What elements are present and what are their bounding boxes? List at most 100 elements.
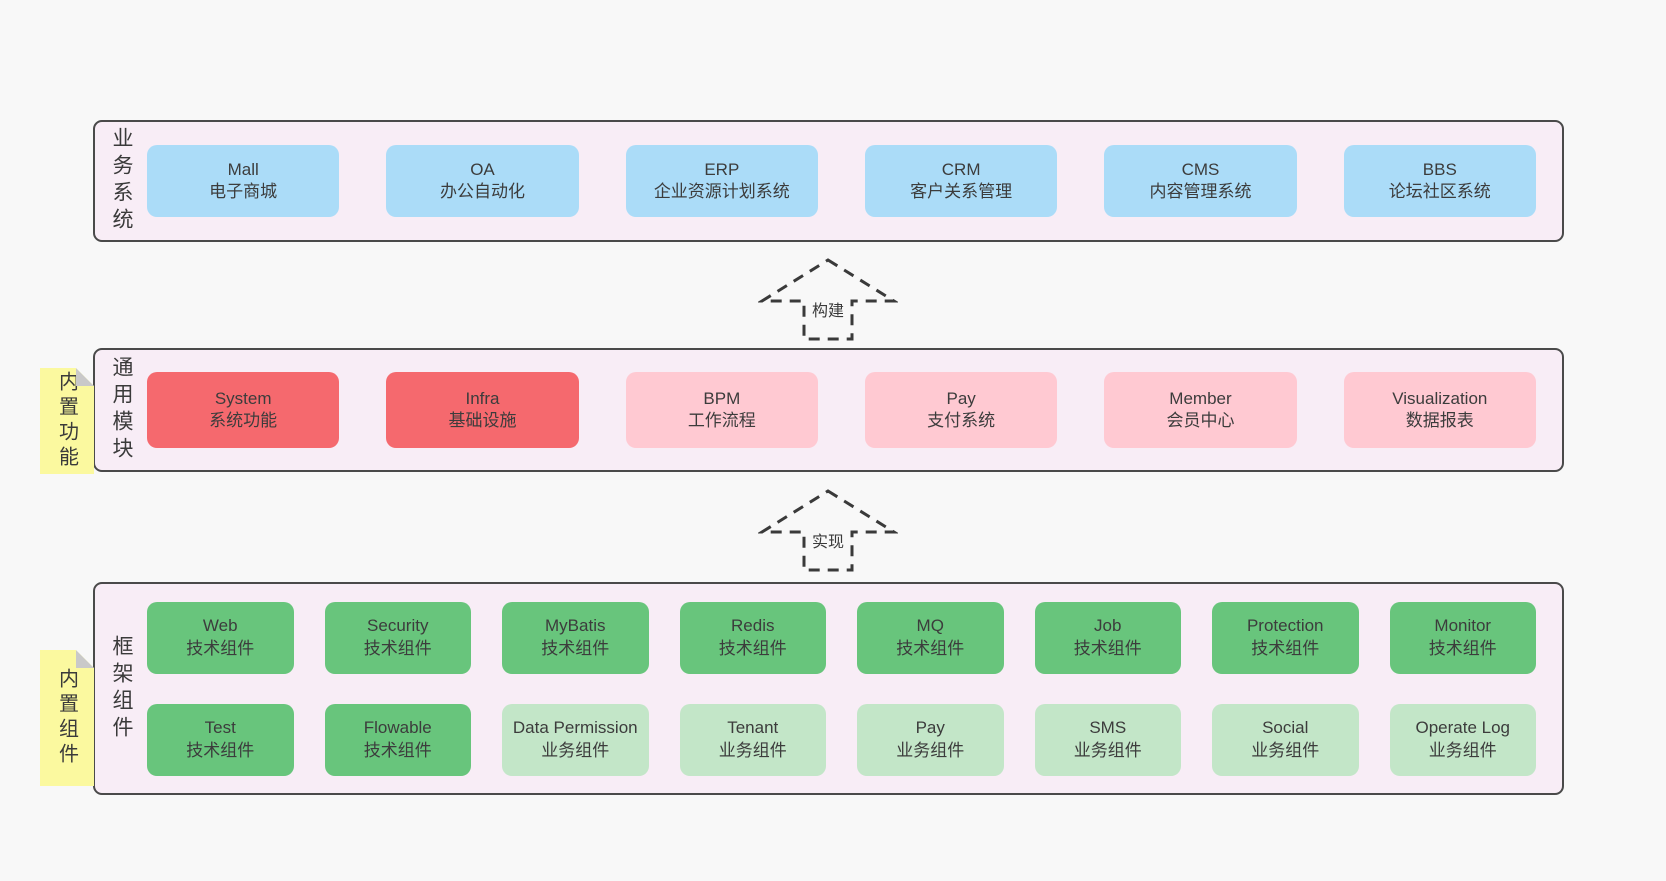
- box-title: Operate Log: [1415, 718, 1510, 738]
- note-text: 内置功能: [55, 371, 78, 471]
- box-subtitle: 工作流程: [687, 411, 756, 430]
- box-title: BBS: [1422, 159, 1457, 179]
- box-visualization: Visualization 数据报表: [1343, 372, 1536, 448]
- box-pay-component: Pay 业务组件: [857, 703, 1004, 776]
- box-title: Protection: [1246, 616, 1324, 636]
- box-title: Flowable: [363, 718, 432, 738]
- box-infra: Infra 基础设施: [386, 372, 579, 448]
- box-subtitle: 业务组件: [541, 740, 610, 760]
- band-business-systems: 业务系统 Mall 电子商城 OA 办公自动化 ERP 企业资源计划系统 CRM…: [93, 120, 1564, 242]
- box-title: Tenant: [727, 718, 779, 738]
- box-subtitle: 支付系统: [927, 411, 996, 430]
- box-title: Data Permission: [512, 718, 638, 738]
- box-title: Monitor: [1434, 616, 1492, 636]
- box-subtitle: 业务组件: [718, 740, 787, 760]
- box-title: Test: [204, 718, 236, 738]
- box-subtitle: 业务组件: [896, 740, 965, 760]
- box-subtitle: 基础设施: [448, 411, 517, 430]
- box-redis: Redis 技术组件: [679, 601, 826, 674]
- box-subtitle: 技术组件: [1428, 638, 1497, 658]
- arrow-up-icon: [758, 489, 898, 572]
- box-social: Social 业务组件: [1212, 703, 1359, 776]
- box-subtitle: 技术组件: [541, 638, 610, 658]
- box-title: BPM: [703, 388, 741, 408]
- box-subtitle: 技术组件: [1251, 638, 1320, 658]
- box-title: ERP: [704, 159, 740, 179]
- box-bpm: BPM 工作流程: [625, 372, 818, 448]
- common-modules-box-row: System 系统功能 Infra 基础设施 BPM 工作流程 Pay 支付系统…: [147, 350, 1562, 470]
- box-title: SMS: [1089, 718, 1127, 738]
- box-member: Member 会员中心: [1104, 372, 1297, 448]
- box-title: Member: [1169, 388, 1232, 408]
- box-title: Redis: [731, 616, 775, 636]
- band-common-modules-label: 通用模块: [95, 350, 147, 470]
- box-tenant: Tenant 业务组件: [679, 703, 826, 776]
- band-label-text: 业务系统: [110, 127, 133, 235]
- framework-components-grid: Web 技术组件 Security 技术组件 MyBatis 技术组件 Redi…: [147, 584, 1562, 793]
- box-operate-log: Operate Log 业务组件: [1389, 703, 1536, 776]
- box-title: Social: [1262, 718, 1309, 738]
- box-title: Job: [1094, 616, 1122, 636]
- note-fold-corner: [76, 368, 94, 386]
- box-subtitle: 论坛社区系统: [1388, 182, 1491, 201]
- box-mq: MQ 技术组件: [857, 601, 1004, 674]
- business-systems-box-row: Mall 电子商城 OA 办公自动化 ERP 企业资源计划系统 CRM 客户关系…: [147, 122, 1562, 240]
- box-protection: Protection 技术组件: [1212, 601, 1359, 674]
- box-web: Web 技术组件: [147, 601, 294, 674]
- framework-components-row-1: Web 技术组件 Security 技术组件 MyBatis 技术组件 Redi…: [147, 601, 1536, 674]
- box-oa: OA 办公自动化: [386, 145, 579, 217]
- box-security: Security 技术组件: [324, 601, 471, 674]
- box-title: OA: [470, 159, 495, 179]
- box-data-permission: Data Permission 业务组件: [502, 703, 649, 776]
- box-subtitle: 技术组件: [363, 638, 432, 658]
- box-subtitle: 业务组件: [1251, 740, 1320, 760]
- box-pay-system: Pay 支付系统: [864, 372, 1058, 448]
- box-title: Pay: [915, 718, 945, 738]
- box-subtitle: 电子商城: [209, 182, 278, 201]
- box-title: CRM: [941, 159, 981, 179]
- box-crm: CRM 客户关系管理: [864, 145, 1058, 217]
- note-fold-corner: [76, 650, 94, 668]
- box-subtitle: 系统功能: [209, 411, 278, 430]
- box-subtitle: 数据报表: [1405, 411, 1474, 430]
- box-erp: ERP 企业资源计划系统: [625, 145, 818, 217]
- box-system: System 系统功能: [147, 372, 340, 448]
- box-subtitle: 技术组件: [896, 638, 965, 658]
- box-subtitle: 业务组件: [1428, 740, 1497, 760]
- note-text: 内置组件: [55, 668, 78, 768]
- box-cms: CMS 内容管理系统: [1104, 145, 1297, 217]
- box-subtitle: 技术组件: [186, 638, 255, 658]
- box-mall: Mall 电子商城: [147, 145, 340, 217]
- box-job: Job 技术组件: [1034, 601, 1181, 674]
- box-subtitle: 技术组件: [1073, 638, 1142, 658]
- box-sms: SMS 业务组件: [1034, 703, 1181, 776]
- build-arrow: 构建: [758, 256, 898, 342]
- box-subtitle: 技术组件: [363, 740, 432, 760]
- box-subtitle: 技术组件: [186, 740, 255, 760]
- box-title: MQ: [916, 616, 944, 636]
- arrow-up-icon: [758, 258, 898, 341]
- box-mybatis: MyBatis 技术组件: [502, 601, 649, 674]
- band-label-text: 框架组件: [110, 634, 133, 743]
- box-subtitle: 技术组件: [718, 638, 787, 658]
- band-framework-components-label: 框架组件: [95, 584, 147, 793]
- box-title: Web: [202, 616, 238, 636]
- band-label-text: 通用模块: [110, 356, 133, 464]
- box-subtitle: 内容管理系统: [1149, 182, 1252, 201]
- box-title: Security: [367, 616, 429, 636]
- box-monitor: Monitor 技术组件: [1389, 601, 1536, 674]
- box-title: Pay: [946, 388, 976, 408]
- build-arrow-label: 构建: [808, 296, 848, 322]
- box-bbs: BBS 论坛社区系统: [1343, 145, 1536, 217]
- band-framework-components: 框架组件 Web 技术组件 Security 技术组件 MyBatis 技术组件…: [93, 582, 1564, 795]
- box-subtitle: 会员中心: [1166, 411, 1235, 430]
- box-subtitle: 企业资源计划系统: [653, 182, 790, 201]
- band-common-modules: 通用模块 System 系统功能 Infra 基础设施 BPM 工作流程 Pay…: [93, 348, 1564, 472]
- box-title: System: [214, 388, 272, 408]
- note-built-in-components: 内置组件: [40, 650, 94, 786]
- box-subtitle: 办公自动化: [439, 182, 525, 201]
- band-business-systems-label: 业务系统: [95, 122, 147, 240]
- note-built-in-features: 内置功能: [40, 368, 94, 474]
- box-title: Visualization: [1392, 388, 1488, 408]
- implement-arrow-label: 实现: [808, 527, 848, 553]
